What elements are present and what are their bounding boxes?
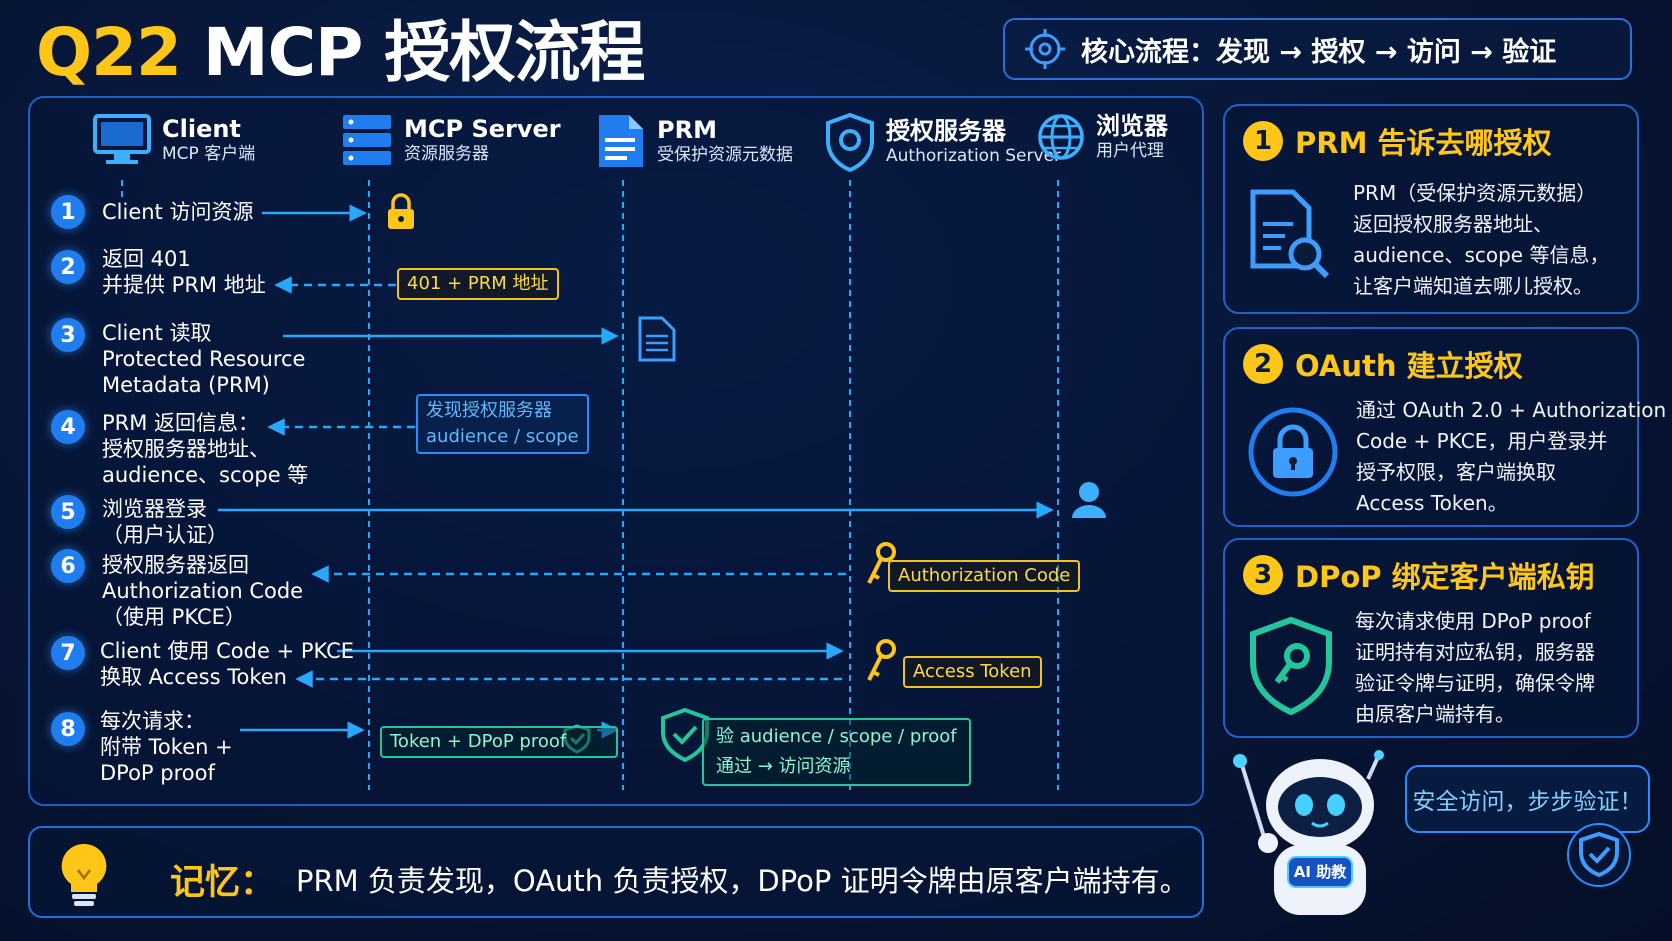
- participant-sub: 用户代理: [1096, 141, 1164, 161]
- target-icon: [1025, 29, 1065, 69]
- participant-name: 浏览器: [1096, 112, 1168, 140]
- user-icon: [1072, 482, 1106, 518]
- speech-bubble: 安全访问，步步验证！: [1405, 765, 1650, 833]
- step-number: 2: [51, 250, 85, 284]
- key-icon: [867, 639, 896, 681]
- shield-check-small-icon: [563, 724, 591, 754]
- participant-mcp-server: MCP Server 资源服务器: [340, 112, 561, 168]
- key-icon: [867, 542, 896, 584]
- card-body: 通过 OAuth 2.0 + Authorization Code + PKCE…: [1356, 398, 1667, 515]
- globe-icon: [1038, 114, 1084, 160]
- robot-assistant: [1233, 750, 1384, 915]
- step-number: 3: [51, 318, 85, 352]
- participant-sub: 受保护资源元数据: [657, 145, 793, 165]
- step-text: 授权服务器返回 Authorization Code （使用 PKCE）: [102, 553, 304, 629]
- shield-icon: [826, 112, 874, 172]
- memo-label: 记忆：: [170, 863, 276, 903]
- document-search-icon: [1250, 189, 1330, 279]
- memo-text: PRM 负责发现，OAuth 负责授权，DPoP 证明令牌由原客户端持有。: [296, 864, 1189, 898]
- participant-name: Client: [162, 115, 241, 143]
- participant-prm: PRM 受保护资源元数据: [595, 112, 793, 170]
- card-number: 3: [1243, 555, 1283, 595]
- step-text: Client 访问资源: [102, 200, 254, 224]
- page-title: Q22 MCP 授权流程: [36, 8, 645, 98]
- document-icon: [599, 115, 643, 167]
- title-prefix: Q22: [36, 14, 182, 91]
- card-title: PRM 告诉去哪授权: [1295, 126, 1552, 160]
- participant-name: 授权服务器: [886, 117, 1006, 145]
- lock-icon: [1248, 407, 1338, 497]
- monitor-icon: [93, 114, 151, 164]
- participant-sub: 资源服务器: [404, 144, 489, 164]
- server-icon: [343, 115, 391, 165]
- card-title: DPoP 绑定客户端私钥: [1295, 560, 1595, 594]
- tag-authorization-code: Authorization Code: [888, 560, 1081, 592]
- step-text: 每次请求： 附带 Token + DPoP proof: [100, 709, 233, 785]
- tag-token-dpop: Token + DPoP proof: [380, 726, 619, 758]
- core-flow-text: 核心流程：发现 → 授权 → 访问 → 验证: [1081, 36, 1557, 68]
- step-text: 返回 401 并提供 PRM 地址: [102, 247, 266, 297]
- step-text: PRM 返回信息： 授权服务器地址、 audience、scope 等: [102, 411, 309, 487]
- step-number: 1: [51, 195, 85, 229]
- participant-sub: Authorization Server: [886, 146, 1062, 166]
- step-number: 8: [51, 712, 85, 746]
- step-text: Client 读取 Protected Resource Metadata (P…: [102, 321, 306, 397]
- step-text: 浏览器登录 （用户认证）: [102, 497, 228, 547]
- tag-discover: 发现授权服务器 audience / scope: [416, 394, 589, 454]
- card-body: PRM（受保护资源元数据） 返回授权服务器地址、 audience、scope …: [1353, 181, 1610, 298]
- step-number: 6: [51, 549, 85, 583]
- memo-banner: 记忆： PRM 负责发现，OAuth 负责授权，DPoP 证明令牌由原客户端持有…: [28, 826, 1204, 918]
- shield-check-icon: [1567, 823, 1631, 887]
- tag-access-token: Access Token: [903, 656, 1042, 688]
- card-oauth: 2 OAuth 建立授权 通过 OAuth 2.0 + Authorization…: [1223, 327, 1666, 527]
- participant-browser: 浏览器 用户代理: [1036, 112, 1168, 162]
- title-rest: MCP 授权流程: [180, 14, 645, 91]
- card-body: 每次请求使用 DPoP proof 证明持有对应私钥，服务器 验证令牌与证明，确…: [1355, 609, 1595, 726]
- card-number: 1: [1243, 121, 1283, 161]
- step-number: 4: [51, 410, 85, 444]
- card-number: 2: [1243, 344, 1283, 384]
- step-number: 5: [51, 495, 85, 529]
- participant-auth-server: 授权服务器 Authorization Server: [824, 112, 1061, 172]
- participant-sub: MCP 客户端: [162, 144, 256, 164]
- robot-badge: AI 助教: [1293, 863, 1347, 881]
- tag-401-prm: 401 + PRM 地址: [397, 268, 559, 300]
- card-title: OAuth 建立授权: [1295, 349, 1523, 383]
- lightbulb-icon: [61, 843, 107, 906]
- card-prm: 1 PRM 告诉去哪授权 PRM（受保护资源元数据） 返回授权服务器地址、 aud…: [1223, 104, 1639, 314]
- participant-name: MCP Server: [404, 115, 561, 143]
- step-text: Client 使用 Code + PKCE 换取 Access Token: [100, 639, 355, 689]
- step-number: 7: [51, 636, 85, 670]
- card-dpop: 3 DPoP 绑定客户端私钥 每次请求使用 DPoP proof 证明持有对应私钥…: [1223, 538, 1639, 738]
- document-icon: [638, 316, 676, 362]
- lock-icon: [388, 193, 414, 229]
- participant-name: PRM: [657, 116, 717, 144]
- tag-verify: 验 audience / scope / proof 通过 → 访问资源: [702, 718, 971, 786]
- core-flow-banner: 核心流程：发现 → 授权 → 访问 → 验证: [1003, 18, 1632, 80]
- shield-check-icon: [661, 707, 709, 763]
- participant-client: Client MCP 客户端: [92, 112, 255, 168]
- shield-key-icon: [1250, 616, 1332, 716]
